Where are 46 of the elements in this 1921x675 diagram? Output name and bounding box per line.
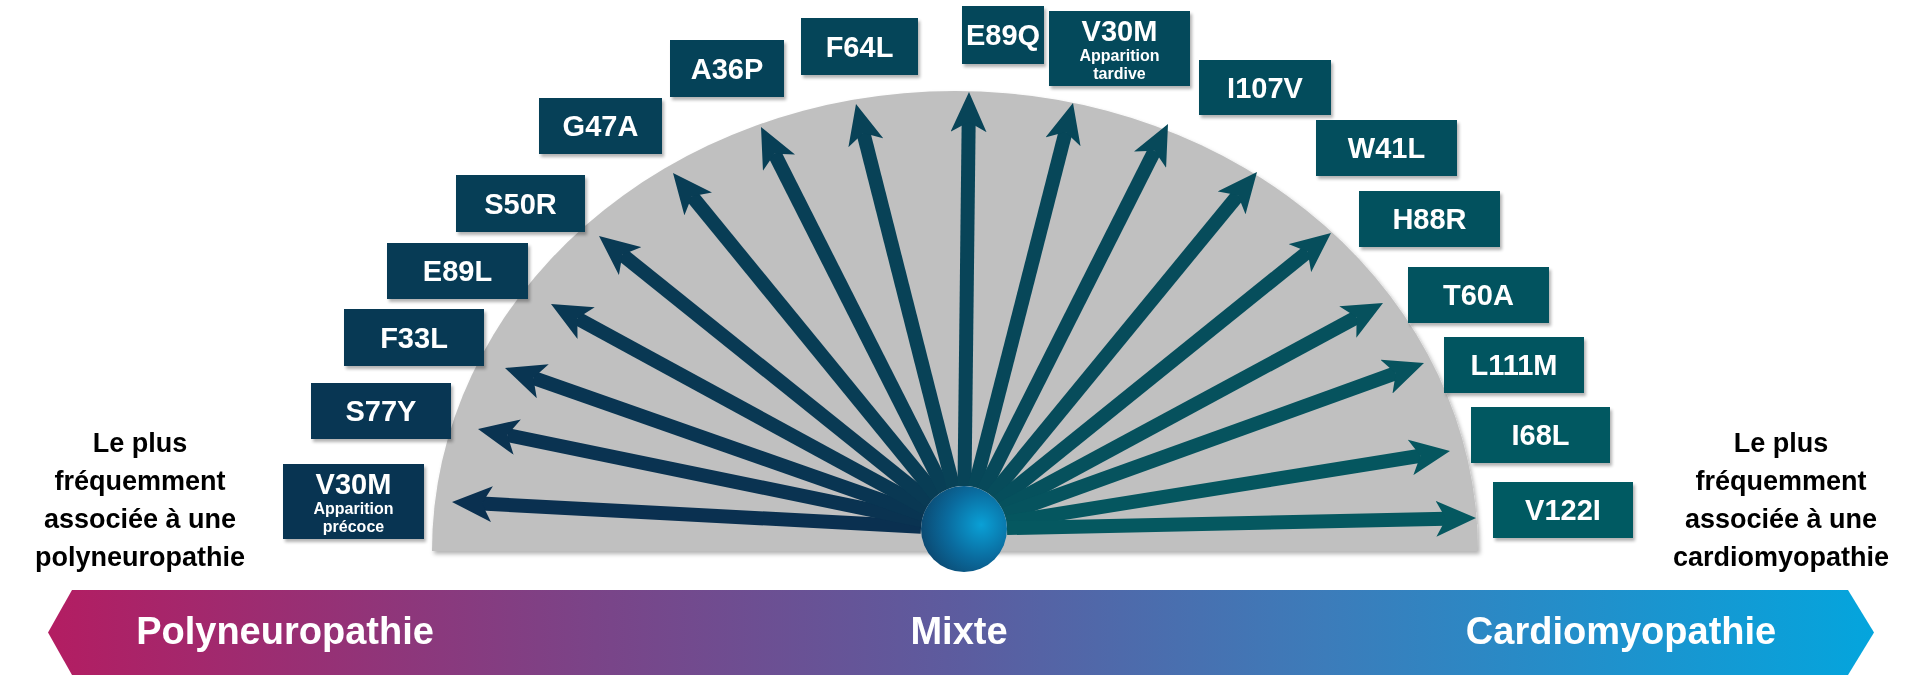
mutation-box [1359, 191, 1500, 247]
mutation-box [456, 175, 585, 232]
side-note: Le plus fréquemment associée à une cardiomyopathie [1671, 427, 1891, 574]
mutation-box [1493, 482, 1633, 538]
mutation-label: T60A [1443, 279, 1514, 311]
onset-note: Apparition tardive [1078, 46, 1161, 83]
mutation-label: V122I [1525, 494, 1601, 526]
arrow [950, 92, 987, 487]
mutation-label: A36P [690, 52, 764, 85]
arrow [848, 104, 961, 490]
mutation-label: S77Y [345, 395, 417, 427]
mutation-box [1471, 407, 1610, 463]
spectrum-label: Polyneuropathie [136, 609, 434, 654]
arrow [977, 124, 1168, 494]
mutation-box [344, 309, 484, 366]
side-note: Le plus fréquemment associée à une polyneuropathie [34, 427, 246, 574]
mutation-box [1199, 60, 1331, 115]
arrow [452, 486, 922, 534]
mutation-label: I68L [1511, 419, 1570, 451]
mutation-label: F33L [380, 321, 448, 354]
mutation-label: V30M [315, 467, 392, 500]
onset-note: Apparition précoce [312, 499, 395, 536]
spectrum-label: Mixte [910, 609, 1008, 654]
mutation-box [283, 464, 424, 539]
mutation-box [1316, 120, 1457, 176]
mutation-label: V30M [1081, 14, 1158, 47]
mutation-label: S50R [484, 187, 557, 220]
mutation-box [311, 383, 451, 439]
arrow [1006, 500, 1476, 537]
spectrum-label: Cardiomyopathie [1465, 609, 1777, 654]
mutation-box [801, 18, 918, 75]
mutation-label: F64L [825, 30, 894, 63]
mutation-label: I107V [1227, 71, 1303, 104]
mutation-box [1408, 267, 1549, 323]
mutation-label: W41L [1347, 132, 1426, 164]
mutation-box [962, 6, 1044, 64]
mutation-label: G47A [562, 110, 639, 142]
mutation-box [670, 40, 784, 97]
mutation-label: L111M [1470, 349, 1558, 381]
mutation-box [387, 243, 528, 299]
mutation-label: H88R [1392, 203, 1467, 235]
mutation-label: E89Q [965, 19, 1041, 51]
mutation-box [539, 98, 662, 154]
mutation-label: E89L [422, 255, 493, 287]
mutation-box [1049, 11, 1190, 86]
mutation-box [1444, 337, 1584, 393]
